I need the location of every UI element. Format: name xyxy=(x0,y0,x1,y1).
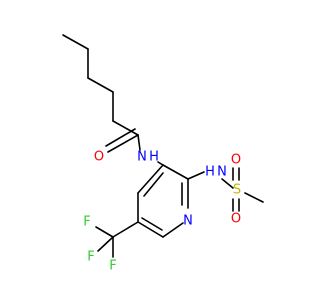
bond-ring-n1-c6 xyxy=(162,222,184,238)
bond-amide-n-ring xyxy=(157,161,164,166)
molecule-canvas: N H O N H S O O N F F F xyxy=(62,34,264,274)
atom-sulfonyl-o2: O xyxy=(231,212,241,227)
bond-ring-cf3 xyxy=(112,221,139,238)
atom-amide-h: H xyxy=(149,150,159,165)
bond-nh-s xyxy=(221,178,234,189)
bond-cf3-f1 xyxy=(95,226,114,238)
bond-cf3-f2 xyxy=(97,236,114,252)
bond-c3-c4 xyxy=(87,77,114,93)
bond-ring-c2-nh xyxy=(187,171,205,180)
atom-sulfonamide-n: N xyxy=(217,165,227,180)
bond-ring-c4-c3 xyxy=(137,164,164,194)
atom-fluorine-3: F xyxy=(109,259,116,274)
bond-carbonyl-double-b xyxy=(105,128,136,147)
atom-amide-n: N xyxy=(137,150,147,165)
atom-fluorine-1: F xyxy=(83,215,90,230)
atom-sulfonamide-h: H xyxy=(205,165,215,180)
bond-c1-c2 xyxy=(62,34,89,50)
atom-ring-n: N xyxy=(183,214,193,229)
bond-s-methyl xyxy=(244,192,264,203)
bond-ring-c4-c3-inner xyxy=(143,172,164,197)
bond-carbonyl-double-a xyxy=(107,134,139,153)
atom-carbonyl-o: O xyxy=(94,150,104,165)
bond-ring-c6-c5-inner xyxy=(141,217,163,231)
bond-c5-c6 xyxy=(112,120,139,136)
atom-fluorine-2: F xyxy=(87,250,94,265)
bond-ring-c6-c5 xyxy=(137,221,164,238)
bond-ring-c3-c2 xyxy=(162,164,189,180)
structure-drawing: N H O N H S O O N F F F xyxy=(62,34,264,274)
atom-sulfur: S xyxy=(233,183,241,198)
bond-carbonyl-n xyxy=(137,134,141,151)
atom-sulfonyl-o1: O xyxy=(231,153,241,168)
